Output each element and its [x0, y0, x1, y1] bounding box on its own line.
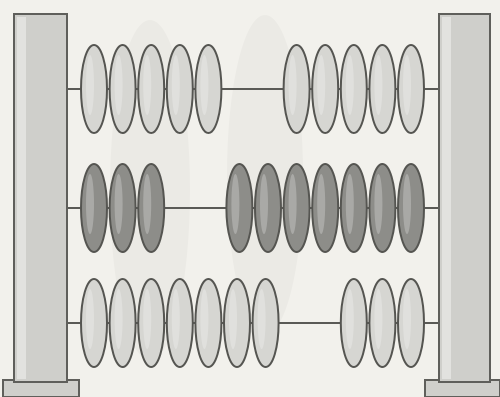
bead-row3-right-3	[397, 278, 425, 368]
bead-row3-left-1-highlight	[86, 289, 94, 349]
right-frame-post-shade	[442, 17, 451, 379]
bead-row3-right-1	[339, 278, 368, 368]
bead-row2-left-3	[137, 163, 166, 253]
bead-row1-right-3-highlight	[345, 55, 354, 115]
bead-row1-left-5-highlight	[200, 55, 209, 115]
bead-row1-left-3	[137, 44, 166, 134]
bead-row2-right-6	[368, 163, 397, 253]
bead-row2-right-5-highlight	[345, 174, 354, 234]
bead-row3-left-6	[223, 278, 251, 368]
bead-row3-left-2	[108, 278, 137, 368]
bead-row2-left-2-highlight	[114, 174, 123, 234]
bead-row1-right-2-highlight	[317, 55, 326, 115]
bead-row2-left-1	[80, 163, 108, 253]
bead-row3-left-6-highlight	[229, 289, 237, 349]
bead-row3-left-7-highlight	[257, 289, 266, 349]
bead-row3-left-3-highlight	[143, 289, 152, 349]
bead-row1-right-5-highlight	[403, 55, 411, 115]
bead-row1-left-1	[80, 44, 108, 134]
bead-row1-right-2	[311, 44, 340, 134]
bead-row3-left-3	[137, 278, 166, 368]
bead-row2-right-7	[397, 163, 425, 253]
bead-row2-left-3-highlight	[143, 174, 152, 234]
bead-row3-left-5	[194, 278, 223, 368]
bead-row2-right-1	[225, 163, 254, 253]
bead-row2-right-3-highlight	[288, 174, 297, 234]
bead-row1-left-4-highlight	[171, 55, 180, 115]
bead-row3-right-2	[368, 278, 397, 368]
bead-row2-right-1-highlight	[231, 174, 240, 234]
bead-row2-right-7-highlight	[403, 174, 411, 234]
bead-row3-left-5-highlight	[200, 289, 209, 349]
beads-layer	[80, 44, 425, 368]
left-frame-post-shade	[17, 17, 26, 379]
bead-row1-right-4-highlight	[374, 55, 383, 115]
bead-row2-left-2	[108, 163, 137, 253]
bead-row1-left-3-highlight	[143, 55, 152, 115]
bead-row2-right-4	[311, 163, 340, 253]
bead-row3-right-2-highlight	[374, 289, 383, 349]
bead-row1-right-5	[397, 44, 425, 134]
bead-row2-right-2	[254, 163, 282, 253]
bead-row1-left-2-highlight	[114, 55, 123, 115]
bead-row1-right-4	[368, 44, 397, 134]
bead-row1-left-4	[165, 44, 194, 134]
bead-row2-right-3	[282, 163, 311, 253]
bead-row2-right-2-highlight	[260, 174, 268, 234]
bead-row2-right-5	[339, 163, 368, 253]
bead-row2-left-1-highlight	[86, 174, 94, 234]
bead-row3-left-2-highlight	[114, 289, 123, 349]
bead-row1-left-5	[194, 44, 223, 134]
bead-row3-left-4-highlight	[171, 289, 180, 349]
bead-row3-right-3-highlight	[403, 289, 411, 349]
bead-row3-left-1	[80, 278, 108, 368]
bead-row2-right-6-highlight	[374, 174, 383, 234]
bead-row1-left-1-highlight	[86, 55, 94, 115]
bead-row3-left-7	[251, 278, 280, 368]
bead-row1-right-1	[282, 44, 311, 134]
bead-row2-right-4-highlight	[317, 174, 326, 234]
bead-row1-right-1-highlight	[288, 55, 297, 115]
bead-row3-right-1-highlight	[345, 289, 354, 349]
bead-row1-right-3	[339, 44, 368, 134]
bead-row1-left-2	[108, 44, 137, 134]
bead-row3-left-4	[165, 278, 194, 368]
